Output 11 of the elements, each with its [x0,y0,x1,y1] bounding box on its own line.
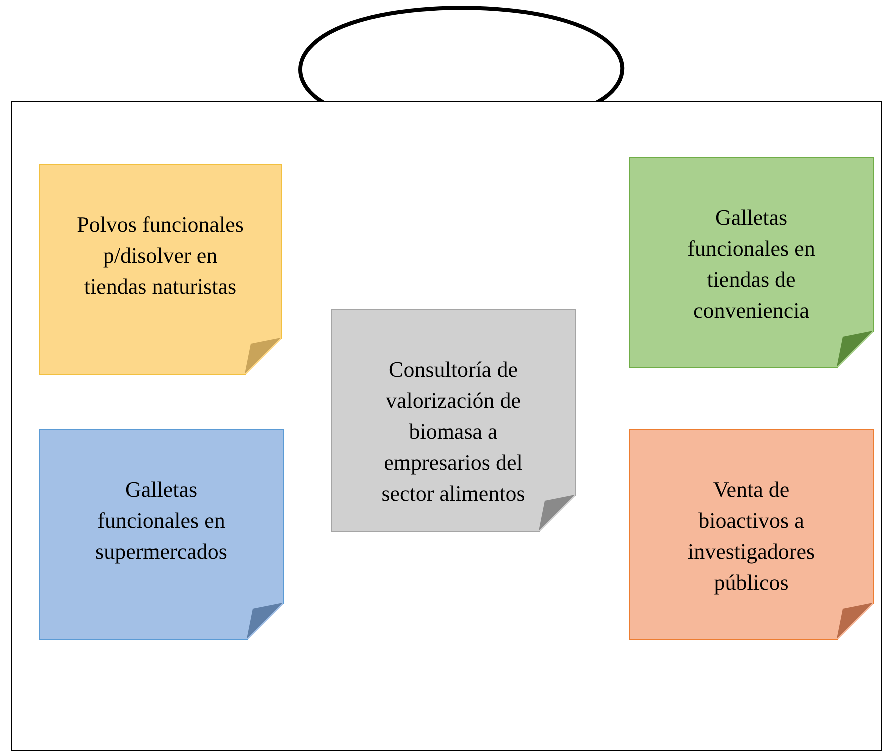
note-text: Galletas funcionales en supermercados [94,476,228,566]
sticky-note [39,429,284,640]
note-text: Consultoría de valorización de biomasa a empresarios del sector alimentos [380,356,526,508]
sticky-note [331,309,576,532]
note-text: Polvos funcionales p/disolver en tiendas naturistas [76,211,245,301]
note-text: Galletas funcionales en tiendas de conveniencia [686,204,816,325]
sticky-note [629,429,874,640]
note-text: Venta de bioactivos a investigadores públicos [686,476,816,597]
bulletin-board [11,101,882,751]
sticky-note [629,157,874,368]
sticky-note [39,164,282,375]
